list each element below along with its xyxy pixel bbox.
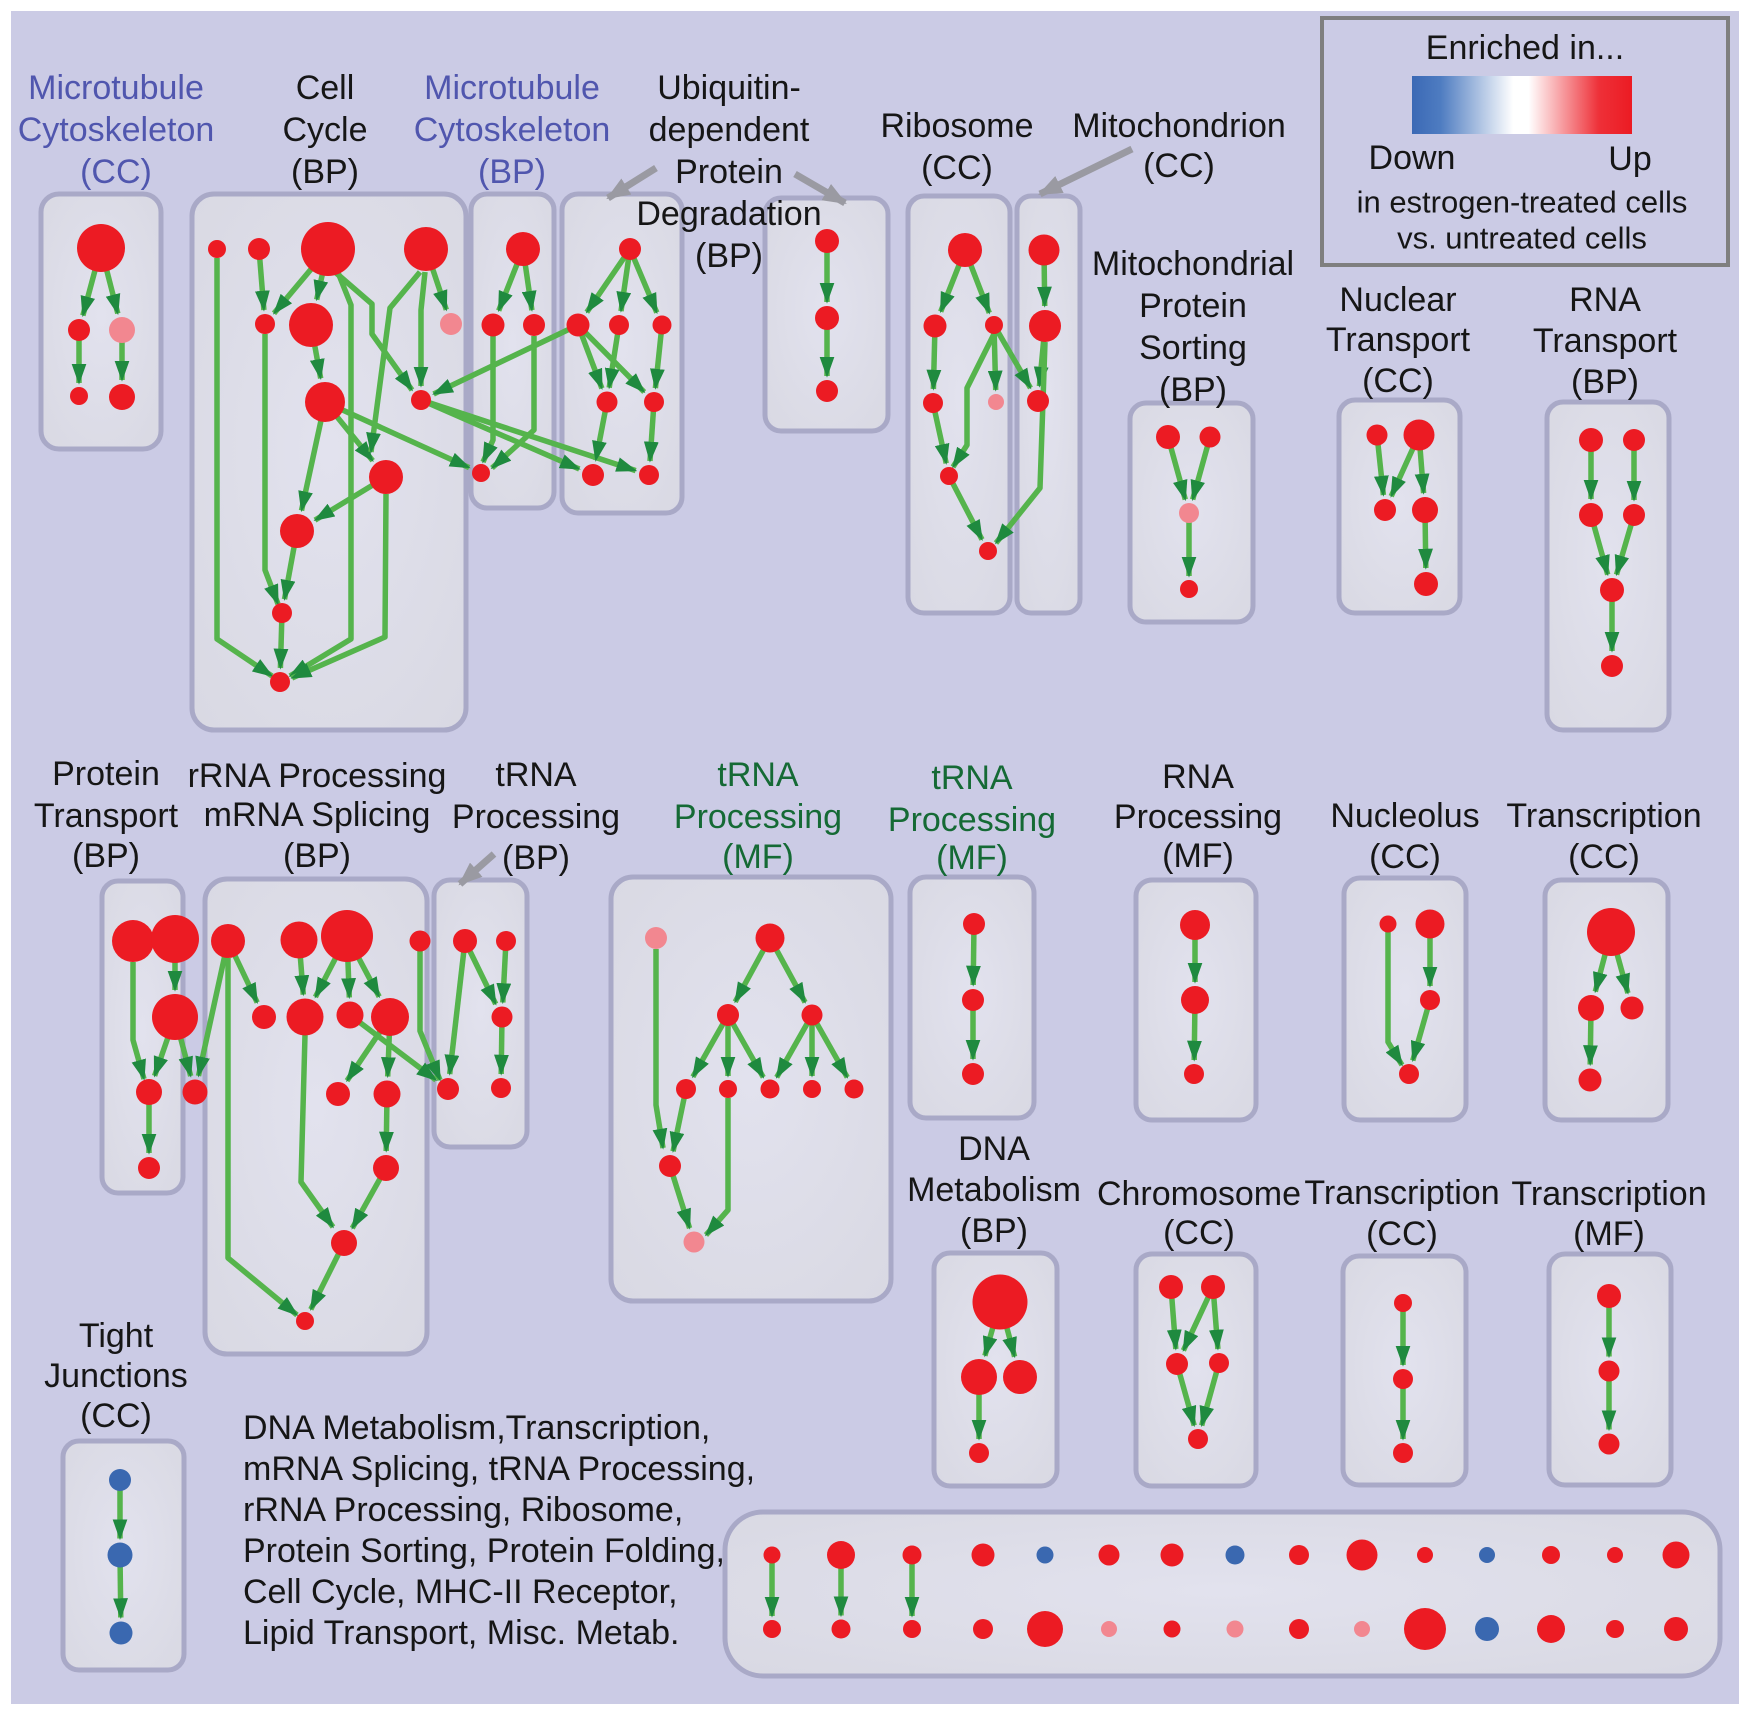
svg-text:Transcription: Transcription bbox=[1304, 1174, 1499, 1212]
svg-text:(CC): (CC) bbox=[80, 1397, 152, 1435]
svg-text:Lipid Transport, Misc. Metab.: Lipid Transport, Misc. Metab. bbox=[243, 1614, 680, 1652]
svg-text:Transcription: Transcription bbox=[1506, 797, 1701, 835]
svg-text:(BP): (BP) bbox=[72, 837, 140, 875]
svg-text:Nucleolus: Nucleolus bbox=[1330, 797, 1479, 835]
svg-text:Mitochondrion: Mitochondrion bbox=[1072, 107, 1286, 145]
svg-text:(CC): (CC) bbox=[1362, 362, 1434, 400]
svg-text:(BP): (BP) bbox=[291, 153, 359, 191]
svg-text:in estrogen-treated cells: in estrogen-treated cells bbox=[1357, 185, 1688, 220]
svg-text:tRNA: tRNA bbox=[495, 756, 577, 794]
svg-text:Transcription: Transcription bbox=[1511, 1175, 1706, 1213]
svg-text:(CC): (CC) bbox=[1369, 838, 1441, 876]
svg-text:Ribosome: Ribosome bbox=[880, 107, 1033, 145]
svg-text:tRNA: tRNA bbox=[931, 759, 1013, 797]
svg-text:(CC): (CC) bbox=[80, 153, 152, 191]
svg-text:rRNA Processing: rRNA Processing bbox=[188, 757, 447, 795]
svg-text:Processing: Processing bbox=[452, 798, 620, 836]
svg-text:Protein: Protein bbox=[675, 153, 783, 191]
svg-text:RNA: RNA bbox=[1162, 758, 1234, 796]
svg-text:(CC): (CC) bbox=[921, 149, 993, 187]
svg-text:Ubiquitin-: Ubiquitin- bbox=[657, 69, 801, 107]
svg-text:(BP): (BP) bbox=[1159, 371, 1227, 409]
svg-text:Down: Down bbox=[1369, 139, 1456, 177]
svg-text:Transport: Transport bbox=[34, 797, 179, 835]
svg-text:(MF): (MF) bbox=[1162, 837, 1234, 875]
svg-text:Degradation: Degradation bbox=[636, 195, 821, 233]
svg-text:Transport: Transport bbox=[1533, 322, 1678, 360]
svg-text:dependent: dependent bbox=[649, 111, 810, 149]
svg-text:Cycle: Cycle bbox=[282, 111, 367, 149]
svg-text:(MF): (MF) bbox=[722, 838, 794, 876]
svg-text:mRNA Splicing: mRNA Splicing bbox=[204, 796, 431, 834]
svg-text:Sorting: Sorting bbox=[1139, 329, 1247, 367]
svg-text:Processing: Processing bbox=[888, 801, 1056, 839]
svg-text:Protein Sorting, Protein Foldi: Protein Sorting, Protein Folding, bbox=[243, 1532, 725, 1570]
svg-text:(CC): (CC) bbox=[1163, 1214, 1235, 1252]
svg-text:mRNA Splicing, tRNA Processing: mRNA Splicing, tRNA Processing, bbox=[243, 1450, 755, 1488]
svg-text:DNA Metabolism,Transcription,: DNA Metabolism,Transcription, bbox=[243, 1409, 710, 1447]
svg-text:(BP): (BP) bbox=[1571, 363, 1639, 401]
svg-text:vs. untreated cells: vs. untreated cells bbox=[1397, 221, 1647, 256]
svg-text:Enriched in...: Enriched in... bbox=[1426, 29, 1624, 67]
svg-text:Metabolism: Metabolism bbox=[907, 1171, 1081, 1209]
svg-text:(BP): (BP) bbox=[502, 839, 570, 877]
svg-text:Cytoskeleton: Cytoskeleton bbox=[414, 111, 611, 149]
svg-text:Transport: Transport bbox=[1326, 321, 1471, 359]
svg-text:Cell Cycle, MHC-II Receptor,: Cell Cycle, MHC-II Receptor, bbox=[243, 1573, 678, 1611]
svg-text:Junctions: Junctions bbox=[44, 1357, 188, 1395]
svg-text:(MF): (MF) bbox=[1573, 1215, 1645, 1253]
svg-text:Up: Up bbox=[1608, 140, 1651, 178]
svg-text:(BP): (BP) bbox=[283, 837, 351, 875]
svg-text:Microtubule: Microtubule bbox=[28, 69, 204, 107]
svg-text:(BP): (BP) bbox=[478, 153, 546, 191]
svg-text:tRNA: tRNA bbox=[717, 756, 799, 794]
svg-text:(BP): (BP) bbox=[695, 237, 763, 275]
svg-text:Nuclear: Nuclear bbox=[1339, 281, 1456, 319]
svg-text:(MF): (MF) bbox=[936, 839, 1008, 877]
svg-text:Processing: Processing bbox=[674, 798, 842, 836]
svg-text:(CC): (CC) bbox=[1143, 147, 1215, 185]
svg-text:Cytoskeleton: Cytoskeleton bbox=[18, 111, 215, 149]
svg-text:Protein: Protein bbox=[52, 755, 160, 793]
svg-text:Tight: Tight bbox=[79, 1317, 154, 1355]
svg-text:Processing: Processing bbox=[1114, 798, 1282, 836]
svg-text:DNA: DNA bbox=[958, 1130, 1030, 1168]
svg-text:(BP): (BP) bbox=[960, 1212, 1028, 1250]
svg-text:(CC): (CC) bbox=[1366, 1215, 1438, 1253]
svg-text:(CC): (CC) bbox=[1568, 838, 1640, 876]
svg-text:RNA: RNA bbox=[1569, 281, 1641, 319]
svg-text:Protein: Protein bbox=[1139, 287, 1247, 325]
svg-text:Chromosome: Chromosome bbox=[1097, 1175, 1301, 1213]
svg-text:rRNA Processing, Ribosome,: rRNA Processing, Ribosome, bbox=[243, 1491, 683, 1529]
svg-text:Cell: Cell bbox=[296, 69, 355, 107]
svg-text:Microtubule: Microtubule bbox=[424, 69, 600, 107]
svg-text:Mitochondrial: Mitochondrial bbox=[1092, 245, 1294, 283]
